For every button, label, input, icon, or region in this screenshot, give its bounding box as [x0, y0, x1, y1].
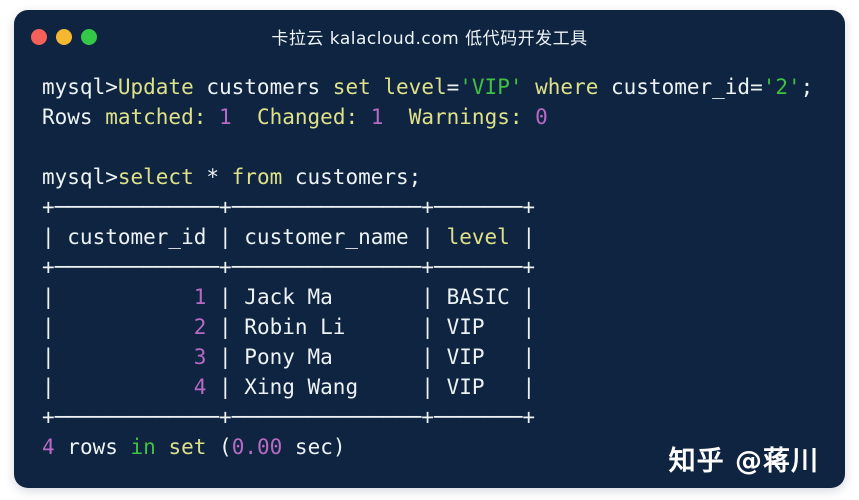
terminal-line — [42, 132, 845, 162]
code-segment: | Pony Ma | VIP | — [206, 345, 536, 369]
code-segment: +─────────────+───────────────+───────+ — [42, 405, 536, 429]
code-segment: customers — [193, 75, 333, 99]
terminal-line: | 4 | Xing Wang | VIP | — [42, 372, 845, 402]
code-segment: set — [332, 75, 371, 99]
code-segment: customer_id= — [598, 75, 763, 99]
code-segment: Update — [117, 75, 194, 99]
code-segment: 0.00 — [231, 435, 283, 459]
minimize-button[interactable] — [56, 29, 72, 45]
code-segment: 0 — [535, 105, 548, 129]
code-segment — [371, 75, 384, 99]
code-segment: rows — [54, 435, 131, 459]
code-segment: 1 — [370, 105, 384, 129]
terminal-line: +─────────────+───────────────+───────+ — [42, 402, 845, 432]
code-segment: select — [117, 165, 194, 189]
code-segment: | — [42, 375, 194, 399]
code-segment: level — [383, 75, 447, 99]
code-segment: 2 — [193, 315, 207, 339]
code-segment: sec) — [282, 435, 346, 459]
terminal-line: 4 rows in set (0.00 sec) — [42, 432, 845, 462]
terminal-line: mysql>select * from customers; — [42, 162, 845, 192]
code-segment: Warnings: — [408, 105, 536, 129]
code-segment: matched: — [105, 105, 220, 129]
code-segment: in — [130, 435, 156, 459]
terminal-output[interactable]: mysql>Update customers set level='VIP' w… — [14, 62, 845, 462]
code-segment: 3 — [193, 345, 207, 369]
maximize-button[interactable] — [81, 29, 97, 45]
code-segment: level — [446, 225, 510, 249]
code-segment — [383, 105, 408, 129]
code-segment: set — [168, 435, 207, 459]
code-segment: ; — [800, 75, 814, 99]
code-segment: 4 — [193, 375, 207, 399]
code-segment: 4 — [42, 435, 55, 459]
code-segment: 1 — [193, 285, 207, 309]
terminal-line: | customer_id | customer_name | level | — [42, 222, 845, 252]
window-title: 卡拉云 kalacloud.com 低代码开发工具 — [271, 28, 588, 49]
code-segment: +─────────────+───────────────+───────+ — [42, 195, 536, 219]
code-segment: = — [446, 75, 460, 99]
close-button[interactable] — [31, 29, 47, 45]
code-segment: | — [42, 315, 194, 339]
terminal-line: | 2 | Robin Li | VIP | — [42, 312, 845, 342]
code-segment: | customer_id | customer_name | — [42, 225, 447, 249]
code-segment — [42, 135, 55, 159]
title-bar: 卡拉云 kalacloud.com 低代码开发工具 — [14, 10, 845, 62]
terminal-line: | 1 | Jack Ma | BASIC | — [42, 282, 845, 312]
code-segment: from — [231, 165, 283, 189]
terminal-line: Rows matched: 1 Changed: 1 Warnings: 0 — [42, 102, 845, 132]
code-segment — [522, 75, 535, 99]
code-segment: 1 — [219, 105, 232, 129]
window-controls — [31, 29, 97, 45]
terminal-line: +─────────────+───────────────+───────+ — [42, 192, 845, 222]
code-segment: mysql> — [42, 75, 118, 99]
code-segment: +─────────────+───────────────+───────+ — [42, 255, 536, 279]
code-segment: mysql> — [42, 165, 118, 189]
code-segment: * — [193, 165, 232, 189]
code-segment: customers; — [282, 165, 422, 189]
code-segment: Rows — [42, 105, 106, 129]
code-segment: | Xing Wang | VIP | — [206, 375, 536, 399]
code-segment: | — [42, 285, 194, 309]
code-segment: | Robin Li | VIP | — [206, 315, 536, 339]
code-segment: | Jack Ma | BASIC | — [206, 285, 536, 309]
code-segment — [232, 105, 257, 129]
terminal-window: 卡拉云 kalacloud.com 低代码开发工具 mysql>Update c… — [14, 10, 845, 488]
code-segment: | — [509, 225, 536, 249]
code-segment: 'VIP' — [459, 75, 523, 99]
code-segment — [156, 435, 169, 459]
terminal-line: | 3 | Pony Ma | VIP | — [42, 342, 845, 372]
watermark: 知乎 @蒋川 — [668, 446, 819, 477]
code-segment: '2' — [762, 75, 801, 99]
terminal-line: mysql>Update customers set level='VIP' w… — [42, 72, 845, 102]
terminal-line: +─────────────+───────────────+───────+ — [42, 252, 845, 282]
code-segment: | — [42, 345, 194, 369]
code-segment: ( — [206, 435, 232, 459]
code-segment: Changed: — [256, 105, 371, 129]
code-segment: where — [535, 75, 599, 99]
